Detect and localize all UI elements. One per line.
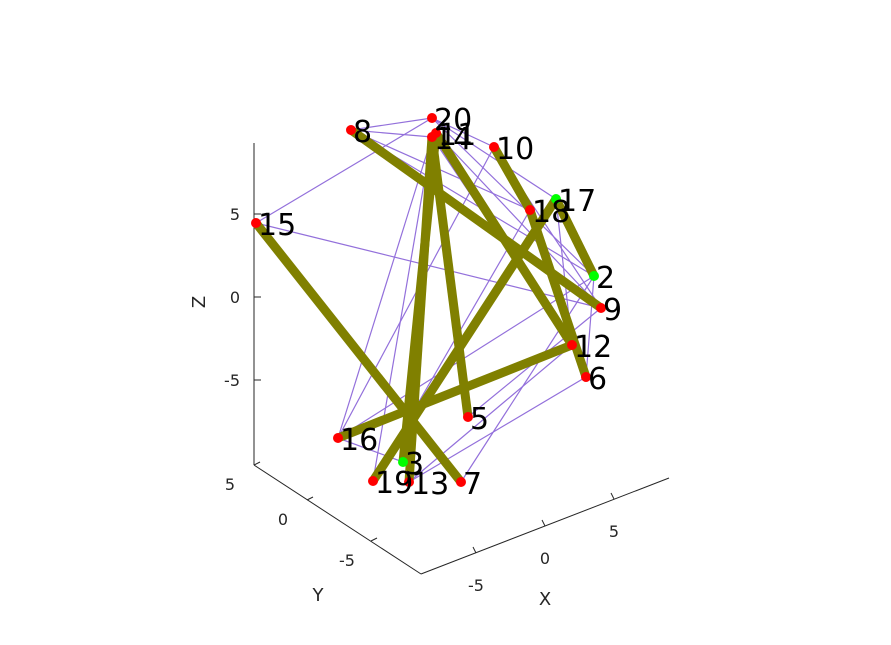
y-tick-label: -5 — [339, 551, 355, 570]
x-tick-label: 0 — [540, 549, 550, 568]
y-tick-label: 0 — [278, 510, 288, 529]
thin-edges — [255, 117, 602, 483]
y-axis-line — [253, 464, 422, 575]
node-label: 14 — [434, 122, 472, 157]
node-label: 15 — [258, 208, 296, 243]
z-tick-label: -5 — [224, 371, 240, 390]
y-tick-mark — [306, 496, 314, 501]
thin-edge — [431, 117, 557, 200]
node-label: 7 — [463, 467, 482, 502]
y-tick-mark — [370, 537, 378, 542]
thin-edge — [585, 275, 595, 378]
node-label: 10 — [496, 132, 534, 167]
node-label: 6 — [588, 362, 607, 397]
node-marker — [525, 205, 535, 215]
thick-edges — [252, 126, 604, 485]
x-tick-mark — [541, 519, 546, 527]
thick-edge — [432, 130, 576, 348]
thin-edge — [431, 117, 595, 277]
node-marker — [368, 476, 378, 486]
node-label: 17 — [558, 184, 596, 219]
node-marker — [589, 271, 599, 281]
thick-edge — [551, 197, 599, 278]
y-axis-label: Y — [312, 585, 325, 606]
node-label: 9 — [603, 293, 622, 328]
node-marker — [463, 412, 473, 422]
node-marker — [456, 477, 466, 487]
thin-edge — [337, 136, 433, 439]
node-marker — [404, 477, 414, 487]
node-marker — [251, 218, 261, 228]
node-marker — [567, 340, 577, 350]
thick-edge — [336, 340, 574, 443]
node-marker — [427, 113, 437, 123]
node-marker — [489, 142, 499, 152]
x-tick-mark — [610, 492, 615, 500]
thin-edge — [350, 117, 433, 131]
y-tick-mark — [253, 461, 261, 466]
node-marker — [333, 433, 343, 443]
thin-edge — [435, 132, 602, 309]
thick-edge — [252, 220, 465, 485]
node-marker — [596, 303, 606, 313]
node-label: 11 — [438, 118, 476, 153]
node-marker — [346, 125, 356, 135]
x-axis-label: X — [539, 589, 551, 610]
thin-edge — [460, 275, 595, 483]
node-label: 16 — [340, 423, 378, 458]
y-tick-label: 5 — [225, 475, 235, 494]
thin-edge — [350, 129, 433, 138]
node-marker — [581, 372, 591, 382]
thick-edge — [427, 136, 473, 418]
thick-edge — [369, 196, 560, 484]
node-marker — [398, 457, 408, 467]
thin-edge — [431, 117, 495, 148]
node-label: 20 — [434, 103, 472, 138]
x-tick-mark — [472, 546, 477, 554]
thin-edge — [337, 275, 595, 439]
z-axis-label: Z — [189, 296, 210, 308]
thick-edge — [398, 132, 441, 463]
node-label: 8 — [353, 115, 372, 150]
node-label: 2 — [596, 261, 615, 296]
thick-edge — [490, 144, 534, 213]
thin-edge — [408, 376, 587, 483]
node-marker — [427, 132, 437, 142]
x-tick-label: -5 — [468, 576, 484, 595]
node-label: 18 — [532, 195, 570, 230]
nodes — [251, 113, 606, 487]
node-marker — [551, 194, 561, 204]
z-tick-label: 0 — [230, 288, 240, 307]
node-label: 3 — [405, 447, 424, 482]
node-label: 13 — [411, 467, 449, 502]
node-label: 19 — [375, 466, 413, 501]
node-label: 12 — [574, 330, 612, 365]
thick-edge — [525, 208, 591, 379]
thick-edge — [348, 126, 604, 312]
z-tick-label: 5 — [230, 205, 240, 224]
thin-edge — [408, 344, 573, 483]
x-tick-label: 5 — [609, 522, 619, 541]
node-label: 5 — [470, 402, 489, 437]
thin-edge — [255, 117, 433, 224]
